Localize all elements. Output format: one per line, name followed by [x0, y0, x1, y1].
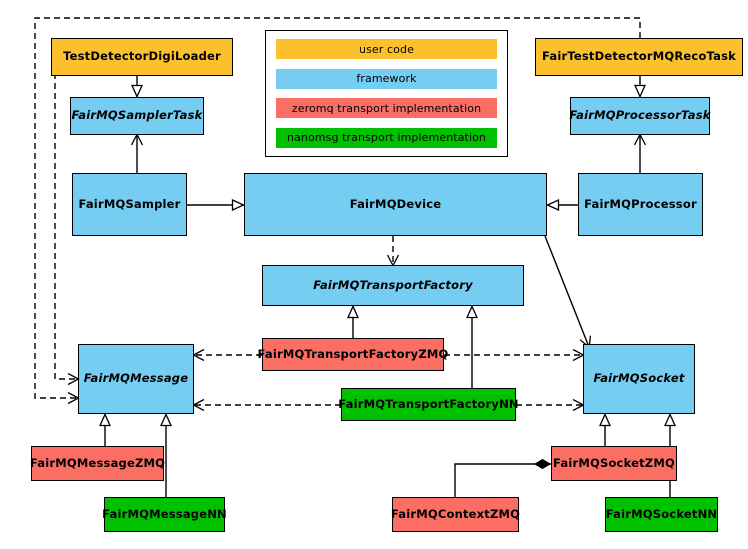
edge-contextzmq-to-socketzmq — [454, 458, 551, 497]
class-node-fairmqtransportfactoryzmq[interactable]: FairMQTransportFactoryZMQ — [258, 338, 448, 371]
class-node-fairtestdetectormqrecotask[interactable]: FairTestDetectorMQRecoTask — [535, 38, 743, 76]
edge-device-to-socket — [544, 235, 589, 347]
class-node-fairmqtransportfactorynn[interactable]: FairMQTransportFactoryNN — [338, 388, 519, 421]
class-node-fairmqprocessor[interactable]: FairMQProcessor — [578, 173, 703, 236]
class-node-fairmqsampler[interactable]: FairMQSampler — [72, 173, 187, 236]
class-node-fairmqcontextzmq[interactable]: FairMQContextZMQ — [391, 497, 520, 532]
class-node-fairmqsocketnn[interactable]: FairMQSocketNN — [605, 497, 718, 532]
class-node-fairmqsocket[interactable]: FairMQSocket — [583, 344, 695, 414]
class-node-fairmqsamplertask[interactable]: FairMQSamplerTask — [70, 97, 204, 135]
class-node-fairmqmessagenn[interactable]: FairMQMessageNN — [102, 497, 227, 532]
class-node-fairmqmessagezmq[interactable]: FairMQMessageZMQ — [30, 446, 165, 481]
edge-recotask-to-message — [34, 17, 641, 398]
legend-item: user code — [276, 39, 497, 59]
class-node-fairmqdevice[interactable]: FairMQDevice — [244, 173, 547, 236]
class-node-fairmqprocessortask[interactable]: FairMQProcessorTask — [569, 97, 710, 135]
class-node-fairmqmessage[interactable]: FairMQMessage — [78, 344, 194, 414]
class-node-fairmqtransportfactory[interactable]: FairMQTransportFactory — [262, 265, 524, 306]
legend-item: nanomsg transport implementation — [276, 127, 497, 148]
legend-item: framework — [276, 68, 497, 89]
legend-panel: user code framework zeromq transport imp… — [265, 30, 508, 157]
class-node-testdetectordigiloader[interactable]: TestDetectorDigiLoader — [51, 38, 233, 76]
class-node-fairmqsocketzmq[interactable]: FairMQSocketZMQ — [551, 446, 677, 481]
legend-item: zeromq transport implementation — [276, 98, 497, 119]
